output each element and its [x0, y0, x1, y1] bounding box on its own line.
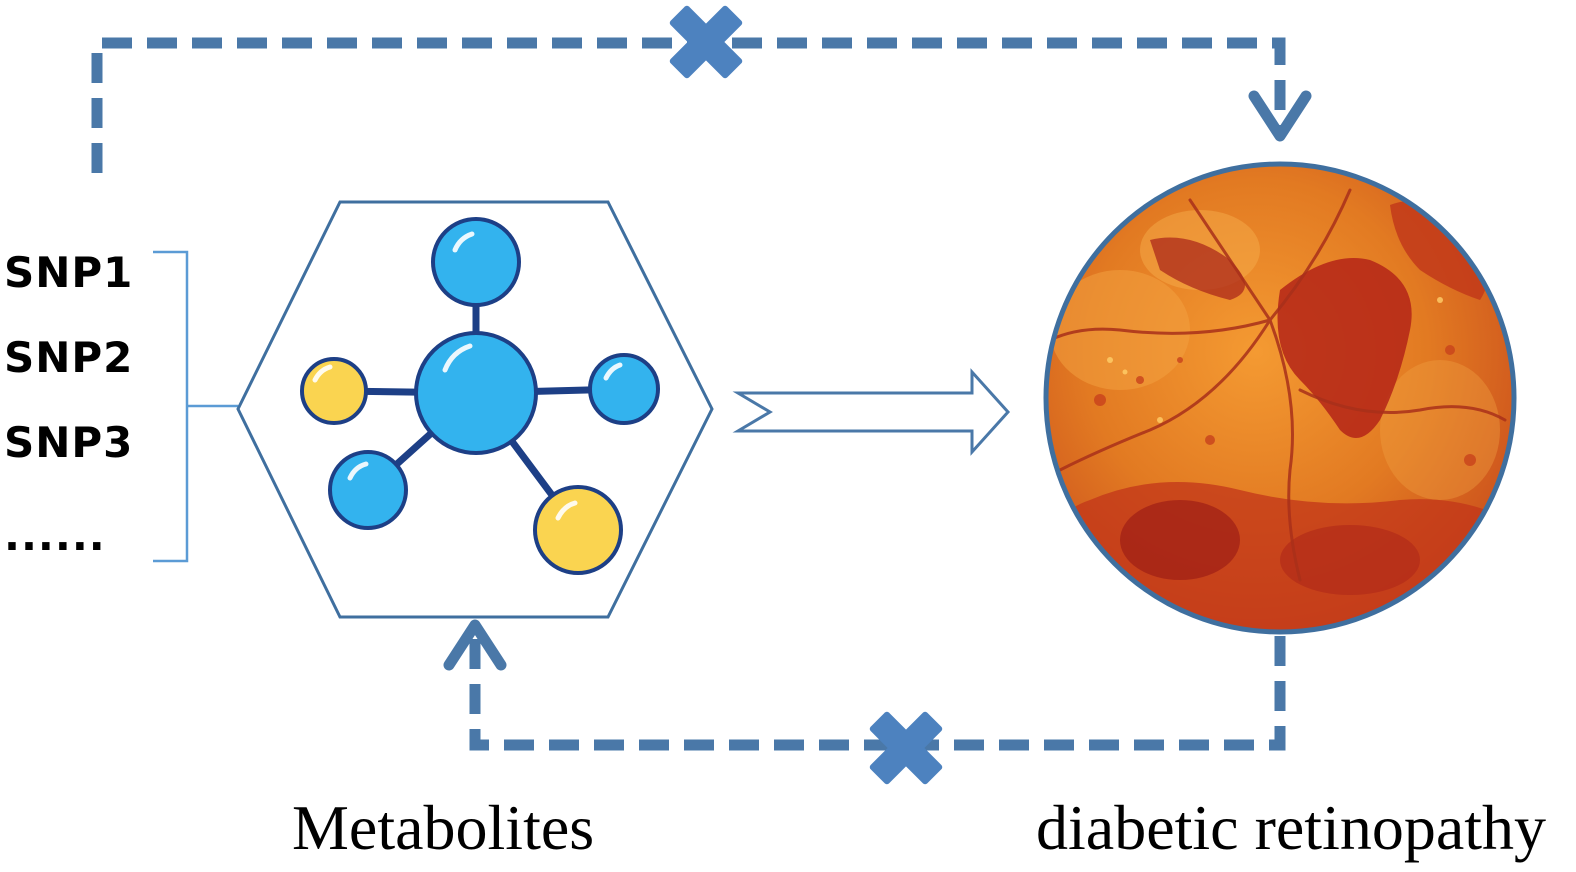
dashed-path-bottom: [443, 619, 1286, 751]
snp-label-more: ......: [4, 511, 106, 560]
molecule-icon: [300, 217, 660, 575]
snp-label-2: SNP2: [4, 333, 134, 382]
metabolites-caption: Metabolites: [292, 792, 595, 863]
arrowhead-down-icon: [1248, 90, 1312, 142]
snp-bracket: [153, 250, 238, 563]
arrowhead-up-icon: [443, 619, 507, 671]
hollow-right-arrow-icon: [732, 368, 1011, 456]
snp-label-1: SNP1: [4, 248, 134, 297]
diabetic-retinopathy-caption: diabetic retinopathy: [1036, 792, 1547, 863]
retina-fundus-image: [1043, 161, 1517, 635]
cross-icon: [669, 5, 743, 79]
snp-label-3: SNP3: [4, 418, 134, 467]
cross-icon: [869, 711, 943, 785]
